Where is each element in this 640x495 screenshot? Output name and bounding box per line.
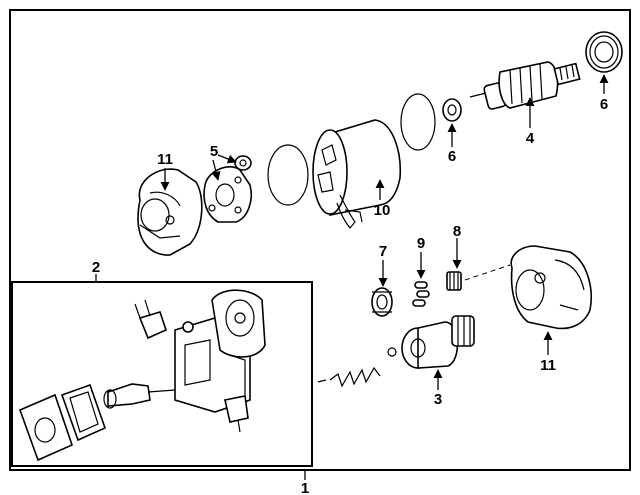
callout-8: 8	[453, 223, 461, 240]
o-ring-left	[267, 144, 309, 206]
snap-ring	[387, 347, 397, 357]
solenoid-housing	[174, 289, 266, 413]
callout-6-middle: 6	[448, 148, 456, 165]
field-frame	[312, 119, 402, 229]
callout-4: 4	[526, 130, 535, 147]
callout-3: 3	[434, 391, 442, 408]
inset-frame	[11, 281, 313, 467]
callout-9: 9	[417, 235, 425, 252]
cover-plate	[18, 393, 73, 462]
outer-frame	[9, 9, 631, 471]
callout-10: 10	[374, 202, 391, 219]
end-housing-right	[510, 245, 592, 330]
small-bushing	[234, 155, 252, 171]
bearing-small	[442, 98, 462, 122]
callout-11-left: 11	[157, 151, 173, 168]
callout-1: 1	[301, 480, 309, 495]
assembly-line	[464, 264, 511, 281]
terminal-nut	[182, 321, 194, 333]
rollers	[412, 281, 430, 307]
terminal-lower	[224, 395, 249, 433]
bearing-large	[585, 31, 623, 73]
plunger	[103, 383, 176, 409]
callout-7: 7	[379, 243, 387, 260]
gasket	[60, 383, 106, 442]
clutch-pinion	[401, 315, 475, 369]
callout-2: 2	[92, 259, 100, 276]
armature	[469, 61, 581, 110]
spring	[317, 366, 381, 388]
callout-5: 5	[210, 143, 218, 160]
callout-6-right: 6	[600, 96, 608, 113]
end-housing-left	[137, 168, 203, 256]
brush-holder-plate	[203, 166, 252, 223]
o-ring-right	[400, 93, 436, 151]
callout-11-right: 11	[540, 357, 556, 374]
terminal-upper	[134, 299, 167, 340]
callout-5-leader-b	[217, 154, 237, 164]
idler-gear	[371, 287, 393, 317]
retainer	[446, 271, 462, 291]
callout-5-leader-a	[211, 159, 221, 181]
